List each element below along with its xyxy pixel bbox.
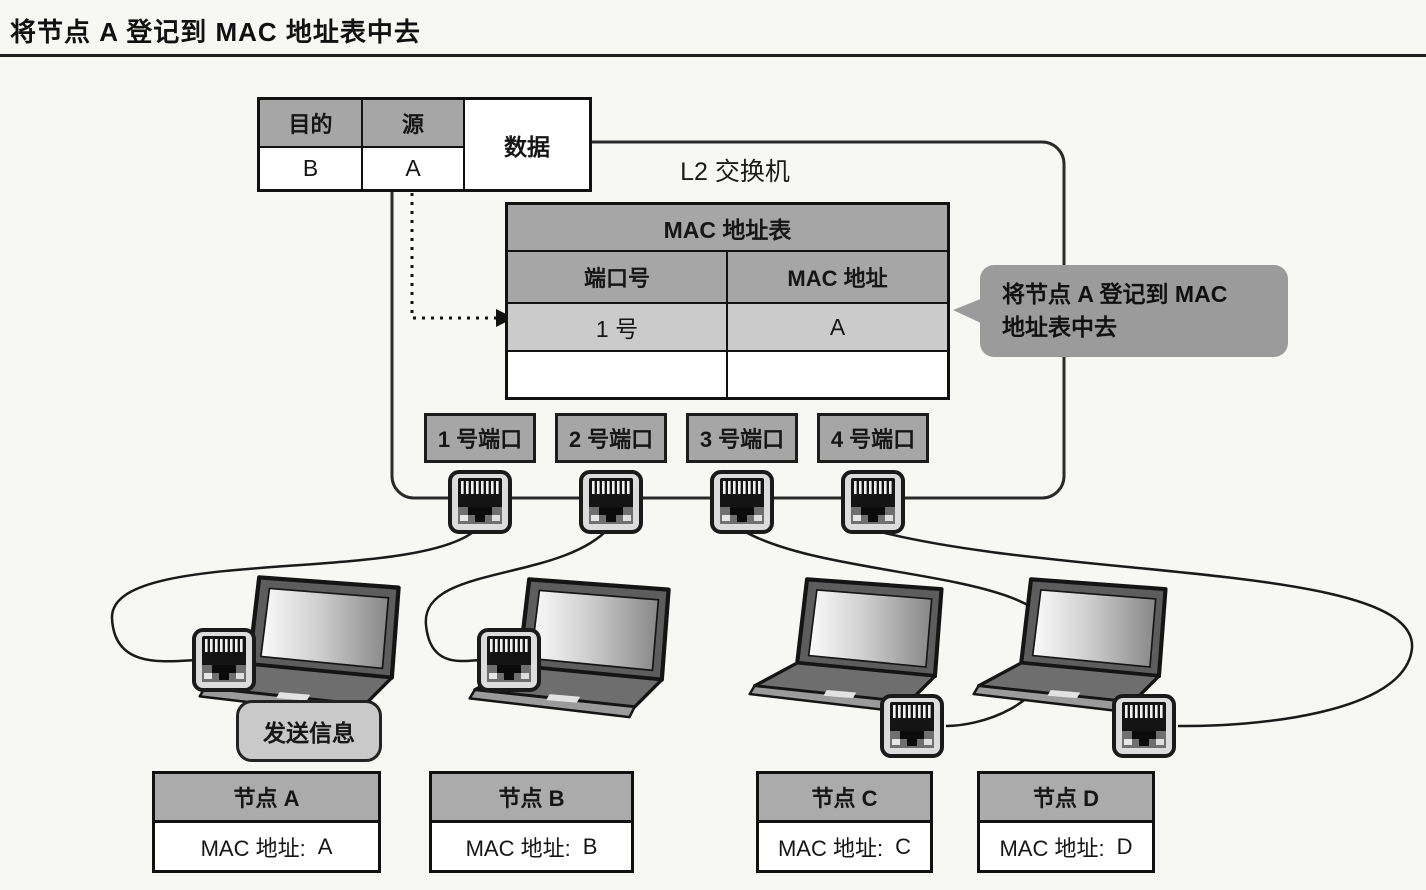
rj45-jack-icon-node-d [1112, 694, 1176, 758]
port-box-3: 3 号端口 [686, 413, 798, 463]
mac-table-row-1-port: 1 号 [508, 304, 728, 350]
node-b-mac-value: B [582, 833, 598, 859]
rj45-jack-icon-node-c [880, 694, 944, 758]
frame-dest-column: 目的 B [260, 100, 363, 189]
mac-table-row-2-port [508, 352, 728, 397]
rj45-jack-icon-node-b [477, 628, 541, 692]
node-b-name: 节点 B [432, 774, 631, 823]
port-box-4: 4 号端口 [817, 413, 929, 463]
rj45-jack-icon-port2 [579, 470, 643, 534]
mac-table-row-1-mac: A [829, 313, 846, 340]
rj45-jack-icon-node-a [192, 628, 256, 692]
laptop-icon-node-c [750, 579, 942, 712]
node-d-table: 节点 D MAC 地址: D [977, 771, 1155, 873]
port-box-1: 1 号端口 [424, 413, 536, 463]
mac-address-table: MAC 地址表 端口号 MAC 地址 1 号 A [505, 202, 950, 400]
node-d-mac: MAC 地址: D [980, 823, 1152, 870]
frame-dest-header-cell: 目的 [260, 100, 361, 148]
node-a-mac: MAC 地址: A [155, 823, 378, 870]
node-d-mac-value: D [1116, 833, 1133, 859]
rj45-jack-icon-port1 [448, 470, 512, 534]
mac-table-row-2 [508, 352, 947, 397]
ethernet-frame: 目的 B 源 A 数据 [257, 97, 592, 192]
frame-dest-value-cell: B [302, 155, 319, 181]
mac-table-row-2-mac [728, 352, 947, 397]
send-message-bubble: 发送信息 [236, 700, 382, 762]
mac-table-row-1: 1 号 A [508, 304, 947, 352]
cable-port2-node-b [424, 527, 610, 663]
node-a-name: 节点 A [155, 774, 378, 823]
l2-switch-label: L2 交换机 [680, 158, 790, 186]
node-c-name: 节点 C [759, 774, 930, 823]
mac-table-title: MAC 地址表 [508, 205, 947, 252]
rj45-jack-icon-port3 [710, 470, 774, 534]
rj45-jack-icon-port4 [841, 470, 905, 534]
port-box-2: 2 号端口 [555, 413, 667, 463]
mac-table-header-row: 端口号 MAC 地址 [508, 252, 947, 304]
node-a-mac-label: MAC 地址: [200, 835, 306, 861]
frame-data-cell: 数据 [465, 100, 589, 189]
callout-line-1: 将节点 A 登记到 MAC [1002, 281, 1228, 307]
cable-port1-node-a [110, 527, 479, 663]
register-arrow [410, 193, 496, 320]
node-c-mac-value: C [895, 833, 911, 859]
page-title: 将节点 A 登记到 MAC 地址表中去 [10, 17, 421, 47]
node-c-mac-label: MAC 地址: [777, 835, 884, 861]
node-b-table: 节点 B MAC 地址: B [429, 771, 634, 873]
frame-src-column: 源 A [363, 100, 465, 189]
node-a-mac-value: A [317, 833, 333, 859]
node-b-mac: MAC 地址: B [432, 823, 631, 870]
node-c-table: 节点 C MAC 地址: C [756, 771, 933, 873]
node-c-mac: MAC 地址: C [759, 823, 930, 870]
node-a-table: 节点 A MAC 地址: A [152, 771, 381, 873]
laptop-icon-node-d [974, 579, 1166, 712]
node-b-mac-label: MAC 地址: [465, 835, 571, 861]
cable-port4-node-d [872, 528, 1414, 728]
mac-table-mac-column-header: MAC 地址 [787, 266, 888, 291]
mac-table-port-column-header: 端口号 [508, 252, 728, 302]
frame-src-header-cell: 源 [363, 100, 463, 148]
frame-src-value-cell: A [405, 155, 421, 181]
learn-callout-bubble: 将节点 A 登记到 MAC 地址表中去 [953, 265, 1288, 357]
node-d-mac-label: MAC 地址: [999, 835, 1105, 861]
callout-line-2: 地址表中去 [1002, 314, 1117, 340]
title-underline [0, 54, 1426, 57]
node-d-name: 节点 D [980, 774, 1152, 823]
